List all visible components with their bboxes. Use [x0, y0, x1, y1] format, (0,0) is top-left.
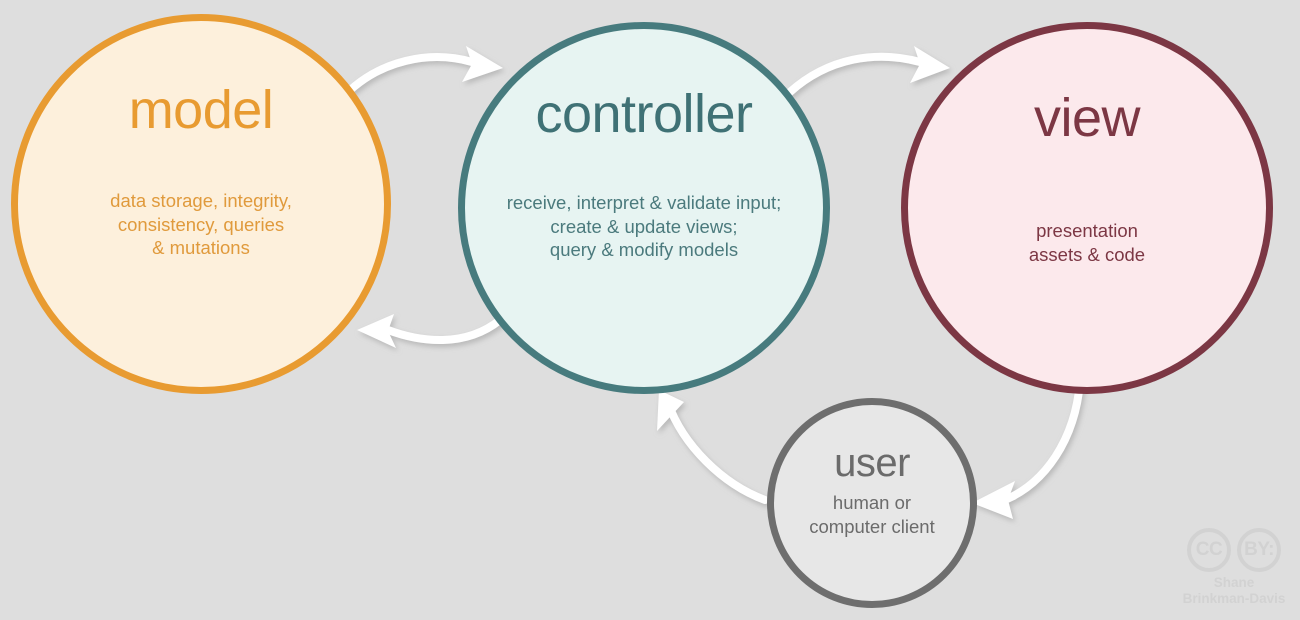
author-credit: Shane Brinkman-Davis [1183, 575, 1286, 607]
arrow-view-to-user [972, 378, 1084, 519]
creative-commons-icon: CC [1187, 528, 1231, 572]
node-controller-description: receive, interpret & validate input; cre… [506, 192, 782, 261]
node-view-title: view [1033, 88, 1141, 148]
license-badge[interactable]: CC BY: Shane Brinkman-Davis [1176, 528, 1292, 607]
node-view[interactable]: view presentation assets & code [901, 22, 1273, 394]
node-user[interactable]: user human or computer client [767, 398, 977, 608]
node-view-description: presentation assets & code [1028, 220, 1146, 265]
creative-commons-marks: CC BY: [1187, 528, 1281, 572]
attribution-by-icon: BY: [1237, 528, 1281, 572]
arrow-controller-to-model [357, 314, 504, 348]
arrow-model-to-controller [341, 46, 503, 99]
node-model[interactable]: model data storage, integrity, consisten… [11, 14, 391, 394]
node-model-title: model [128, 80, 274, 140]
arrow-controller-to-view [786, 46, 950, 96]
arrow-user-to-controller [657, 390, 769, 504]
author-first-name: Shane [1213, 575, 1255, 590]
node-user-title: user [834, 441, 910, 485]
node-model-description: data storage, integrity, consistency, qu… [110, 190, 292, 259]
node-controller[interactable]: controller receive, interpret & validate… [458, 22, 830, 394]
node-controller-title: controller [535, 84, 753, 144]
author-last-name: Brinkman-Davis [1182, 590, 1286, 606]
node-user-description: human or computer client [809, 492, 935, 537]
